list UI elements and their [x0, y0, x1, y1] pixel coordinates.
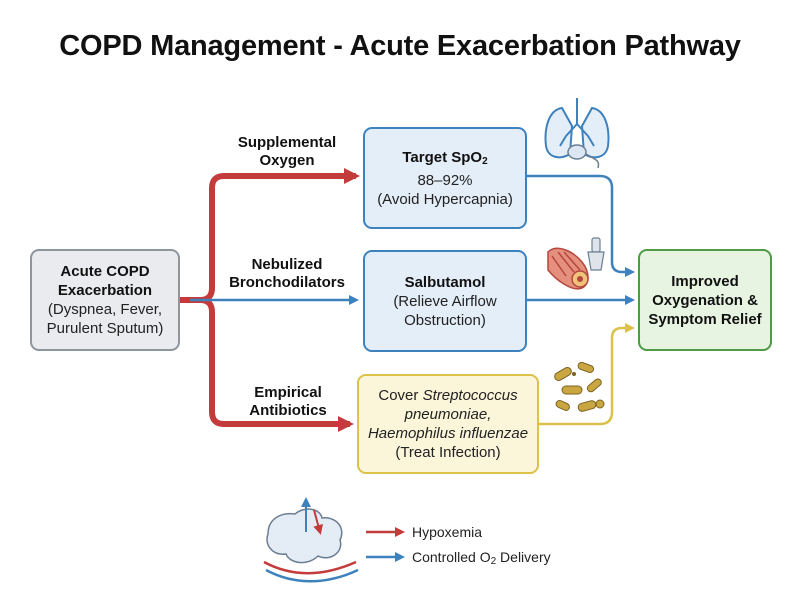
antibiotics-line1: Cover Streptococcus [378, 386, 517, 405]
antibiotics-organism1-genus: Streptococcus [422, 387, 518, 404]
oxygen-target-note: (Avoid Hypercapnia) [377, 190, 513, 208]
label-oxygen-line1: Supplemental [237, 134, 337, 151]
bacteria-icon [554, 361, 605, 412]
exacerbation-symptoms-line1: (Dyspnea, Fever, [47, 301, 163, 318]
outcome-line3: Symptom Relief [648, 310, 762, 328]
exacerbation-symptoms-line2: Purulent Sputum) [46, 320, 164, 337]
lungs-oxygen-mask-icon [544, 98, 610, 169]
label-bronchodilators-line2: Bronchodilators [229, 274, 345, 291]
label-nebulized-bronchodilators: Nebulized Bronchodilators [222, 256, 352, 292]
airway-nebulizer-icon [547, 237, 605, 290]
salbutamol-note-line1: (Relieve Airflow [393, 292, 497, 310]
alveolus-capillary-icon [263, 497, 359, 583]
salbutamol-box: Salbutamol (Relieve Airflow Obstruction) [363, 250, 527, 352]
exacerbation-title-line1: Acute COPD [60, 263, 150, 280]
label-antibiotics-line1: Empirical [254, 384, 322, 401]
exacerbation-box: Acute COPD Exacerbation (Dyspnea, Fever,… [30, 249, 180, 351]
oxygen-target-box: Target SpO2 88–92% (Avoid Hypercapnia) [363, 127, 527, 229]
arrow-oxygen-to-outcome [527, 174, 635, 277]
oxygen-title-sub: 2 [482, 155, 488, 167]
label-supplemental-oxygen: Supplemental Oxygen [222, 134, 352, 170]
label-antibiotics-line2: Antibiotics [249, 402, 327, 419]
salbutamol-note-line2: Obstruction) [404, 311, 486, 329]
label-oxygen-line2: Oxygen [259, 152, 315, 169]
antibiotics-organism2: Haemophilus influenzae [367, 425, 529, 442]
outcome-line1: Improved [671, 272, 739, 290]
label-bronchodilators-line1: Nebulized [251, 256, 323, 273]
outcome-line2: Oxygenation & [652, 291, 758, 309]
legend-o2-sub: 2 [490, 556, 497, 567]
legend-hypoxemia: Hypoxemia [412, 524, 483, 540]
antibiotics-cover-text: Cover [378, 387, 423, 404]
exacerbation-title-line2: Exacerbation [57, 282, 153, 299]
legend-controlled-o2: Controlled O2 Delivery [412, 549, 551, 567]
antibiotics-box: Cover Streptococcus pneumoniae, Haemophi… [357, 374, 539, 474]
oxygen-target-range: 88–92% [417, 171, 473, 189]
antibiotics-note: (Treat Infection) [395, 444, 501, 461]
oxygen-title-main: Target SpO [402, 148, 483, 166]
page-title: COPD Management - Acute Exacerbation Pat… [59, 30, 741, 62]
legend-o2-tail: Delivery [496, 549, 551, 565]
oxygen-target-title: Target SpO2 [402, 148, 487, 171]
legend-o2-main: Controlled O [412, 549, 491, 565]
salbutamol-title: Salbutamol [404, 273, 486, 291]
outcome-box: Improved Oxygenation & Symptom Relief [638, 249, 772, 351]
antibiotics-organism1-species: pneumoniae, [404, 406, 492, 423]
arrow-antibiotics-to-outcome [539, 323, 635, 426]
label-empirical-antibiotics: Empirical Antibiotics [232, 384, 344, 420]
